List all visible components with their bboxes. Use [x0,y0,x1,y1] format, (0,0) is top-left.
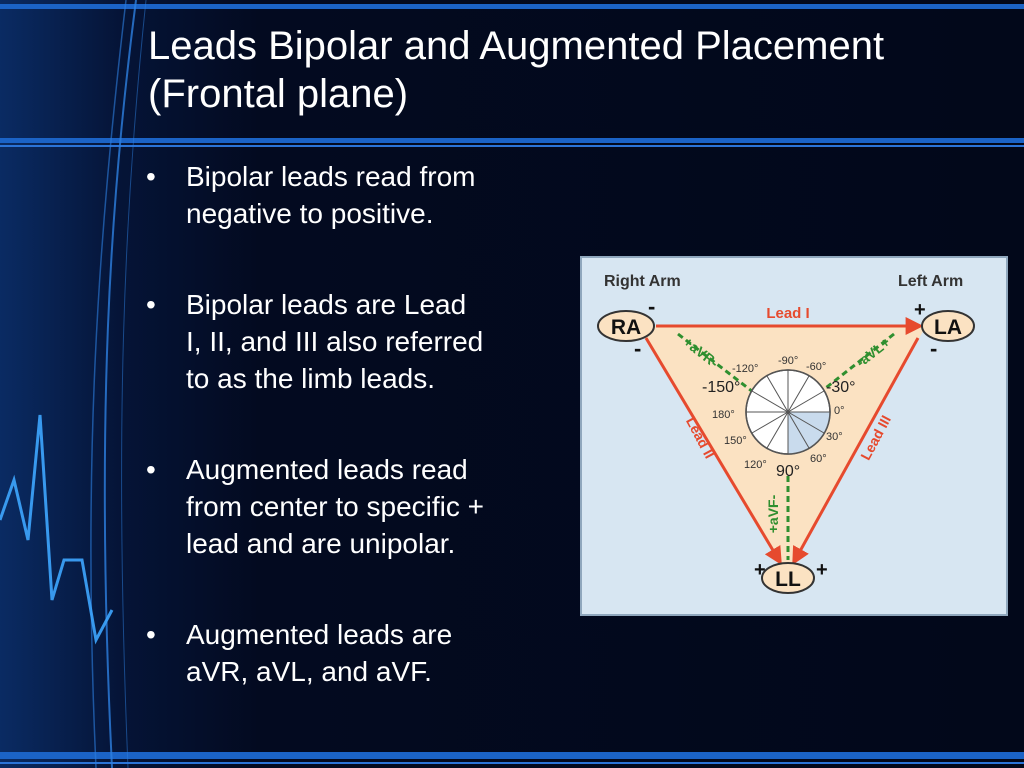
bullet-text-line: Augmented leads read [186,454,468,485]
angle-label-0: 0° [834,405,845,417]
bullet-text-line: Augmented leads are [186,619,453,650]
ecg-trace [0,414,114,645]
slide-title: Leads Bipolar and Augmented Placement (F… [148,22,1008,118]
bullet-item: Bipolar leads read from negative to posi… [146,158,566,232]
ra-node: RA [597,310,655,342]
curve-line-1 [103,0,137,768]
la-bottom-polarity: - [930,336,937,361]
angle-label-60: 60° [810,453,827,465]
ll-right-polarity: + [816,559,828,581]
bullet-text-line: from center to specific + [186,491,485,522]
la-node-ellipse [921,310,975,342]
hexaxial-wheel [745,369,831,455]
bottom-band-thin [0,762,1024,764]
la-node: LA [921,310,975,342]
title-line-1: Leads Bipolar and Augmented Placement [148,24,885,68]
angle-label-neg60: -60° [806,361,826,373]
top-band [0,4,1024,9]
lead-ii-line [644,337,782,566]
ll-node: LL [761,562,815,594]
wheel-outline [745,369,831,455]
angle-label-neg120: -120° [732,363,758,375]
einthoven-triangle-diagram: -90° -60° -120° -150° -30° 180° 0° 150° … [580,256,1008,616]
bullet-item: Augmented leads are aVR, aVL, and aVF. [146,616,566,690]
bullet-item: Bipolar leads are Lead I, II, and III al… [146,286,566,397]
bullet-text-line: Bipolar leads are Lead [186,289,467,320]
bullet-text-line: aVR, aVL, and aVF. [186,656,432,687]
ll-node-label: LL [775,568,801,591]
ra-bottom-polarity: - [634,336,641,361]
title-divider-band [0,138,1024,143]
ra-node-ellipse [597,310,655,342]
bottom-band [0,752,1024,759]
avf-label: +aVF- [765,494,781,533]
angle-label-180: 180° [712,409,735,421]
left-arm-label: Left Arm [898,273,963,290]
la-top-polarity: + [914,299,926,321]
bullet-item: Augmented leads read from center to spec… [146,451,566,562]
ra-top-polarity: - [648,294,655,319]
ll-left-polarity: + [754,559,766,581]
angle-labels: -90° -60° -120° -150° -30° 180° 0° 150° … [702,355,856,480]
bullet-list: Bipolar leads read from negative to posi… [146,158,566,744]
curve-line-2 [90,0,127,768]
curve-line-3 [121,0,147,768]
angle-label-150: 150° [724,435,747,447]
lead-iii-line [792,337,920,566]
bullet-text-line: negative to positive. [186,198,434,229]
bullet-text-line: I, II, and III also referred [186,326,484,357]
ra-node-label: RA [611,316,641,339]
wheel-positive-quadrant [788,412,830,454]
wheel-spoke [751,390,825,434]
title-line-2: (Frontal plane) [148,72,409,116]
angle-label-30: 30° [826,431,843,443]
angle-label-90: 90° [776,463,800,480]
angle-label-120: 120° [744,459,767,471]
angle-label-neg30: -30° [826,379,856,396]
title-divider-thin [0,145,1024,147]
ll-node-ellipse [761,562,815,594]
lead-i-label: Lead I [766,305,809,322]
bullet-text-line: lead and are unipolar. [186,528,456,559]
angle-label-neg150: -150° [702,379,740,396]
right-arm-label: Right Arm [604,273,681,290]
bullet-text-line: to as the limb leads. [186,363,436,394]
la-node-label: LA [934,316,962,339]
bullet-text-line: Bipolar leads read from [186,161,476,192]
angle-label-neg90: -90° [778,355,798,367]
